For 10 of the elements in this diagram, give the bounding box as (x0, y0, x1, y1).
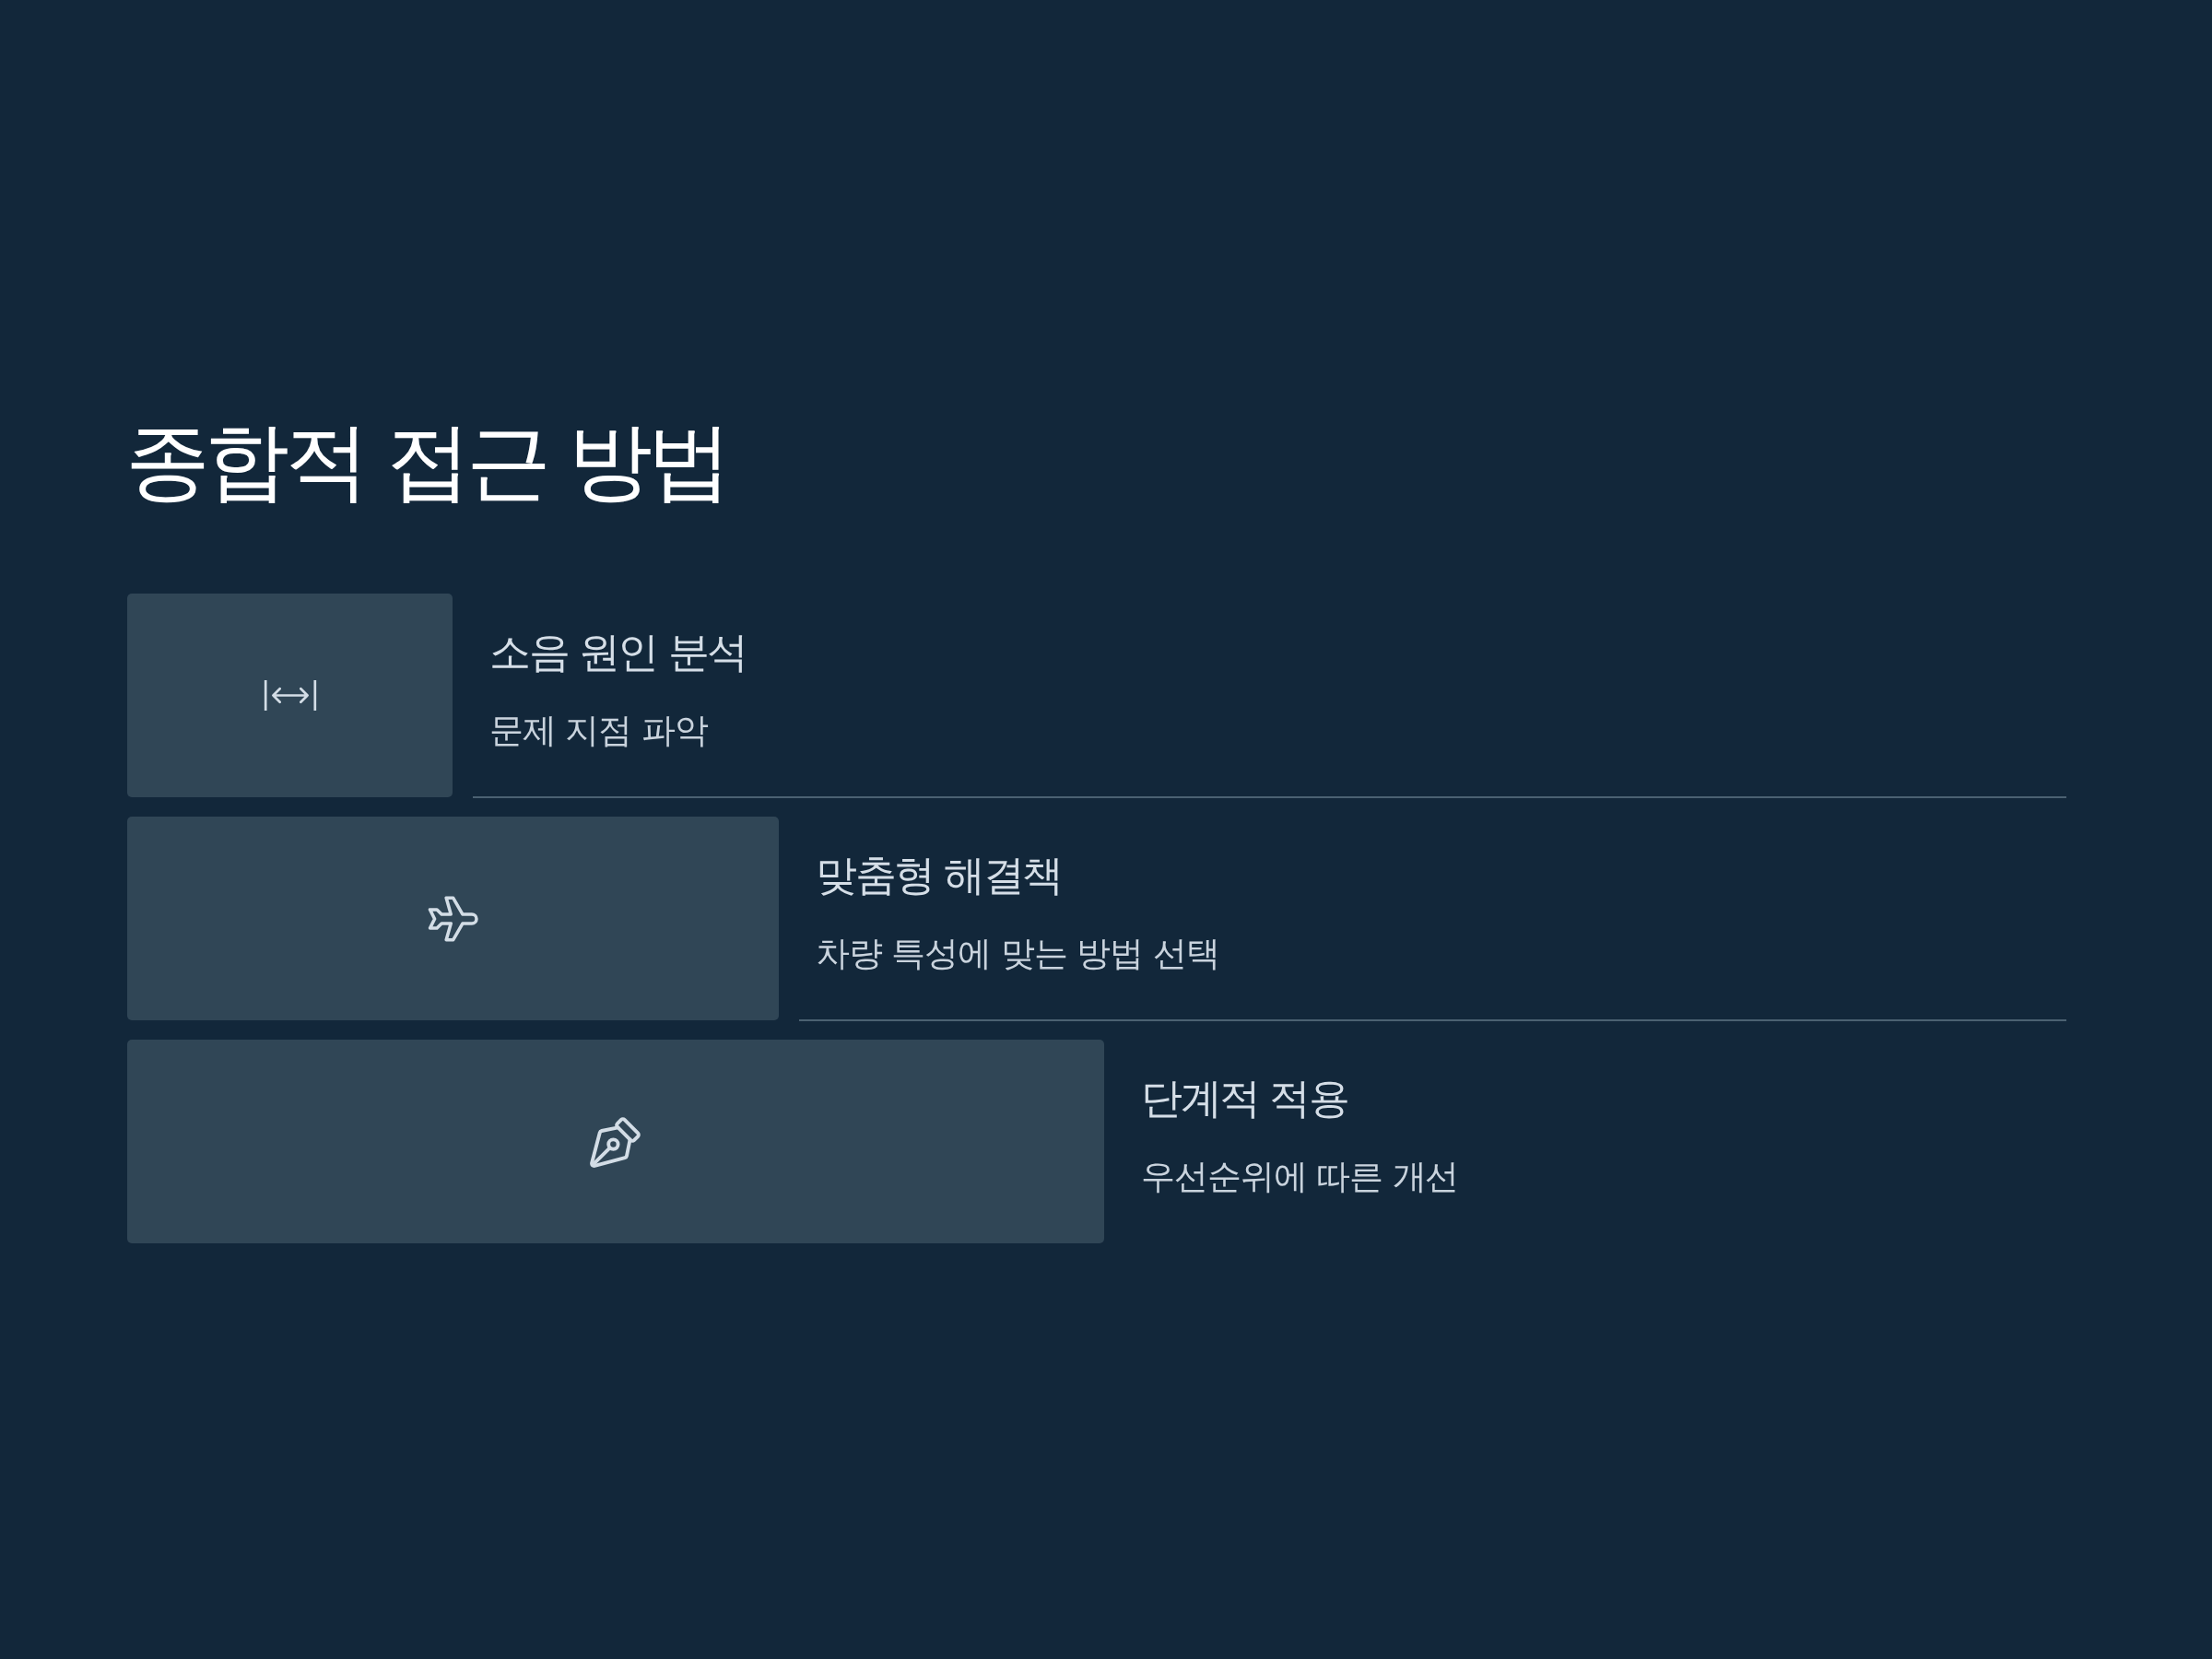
step-description: 차량 특성에 맞는 방법 선택 (816, 933, 1219, 975)
slide-title: 종합적 접근 방법 (125, 411, 727, 512)
step-description: 문제 지점 파악 (489, 710, 708, 752)
step-bar (127, 817, 779, 1020)
step-heading: 맞춤형 해결책 (816, 851, 1062, 900)
step-description: 우선순위에 따른 개선 (1141, 1156, 1459, 1198)
step-heading: 소음 원인 분석 (489, 628, 747, 677)
step-bar (127, 1040, 1104, 1243)
step-heading: 단계적 적용 (1141, 1074, 1348, 1124)
step-bar (127, 594, 453, 797)
